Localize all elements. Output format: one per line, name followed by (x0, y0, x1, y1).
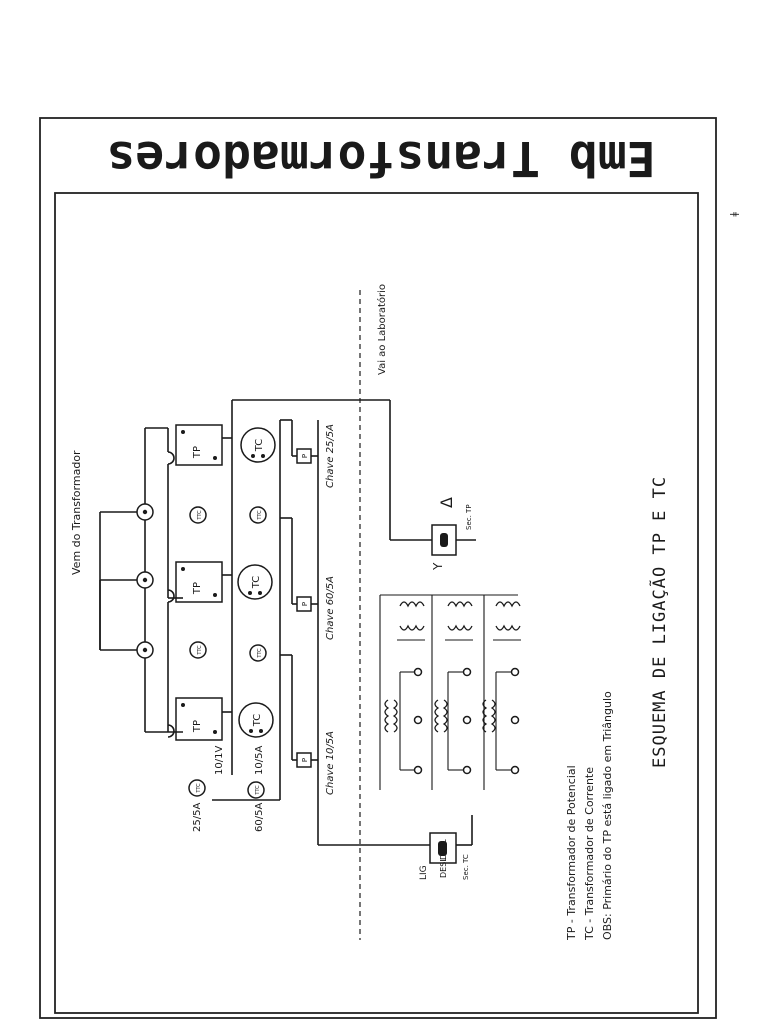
page-title: Emb Transformadores (106, 130, 655, 186)
ttc-group: TTC TTC TTC TTC TTC TTC (188, 506, 267, 799)
label-desl-2: DESL (439, 839, 448, 860)
schema-title: ESQUEMA DE LIGAÇÃO TP E TC (648, 476, 670, 768)
note-obs: OBS: Primário do TP está ligado em Triân… (601, 691, 614, 940)
tp-box-1: TP (175, 424, 223, 466)
label-desl-1: DESL (439, 857, 448, 878)
ttc-label-1: TTC (197, 510, 203, 521)
ttc-label-5: TTC (196, 783, 202, 794)
tc-1: TC (240, 427, 276, 463)
label-sec-tp: Sec. TP (465, 504, 473, 530)
switch-p-60: P (296, 596, 312, 612)
label-60-5a: 60/5A (254, 803, 265, 832)
tp-box-2: TP (175, 561, 223, 603)
label-vem-do-transformador: Vem do Transformador (70, 450, 83, 575)
tp-box-3: TP (175, 697, 223, 741)
tc-label-1: TC (254, 439, 265, 453)
label-vai-ao-laboratorio: Vai ao Laboratório (376, 284, 388, 375)
ttc-label-3: TTC (257, 510, 263, 521)
label-sec-tc: Sec. TC (462, 854, 470, 880)
p-label-1: P (301, 454, 309, 458)
note-tc: TC - Transformador de Corrente (583, 767, 596, 941)
tc-3: TC (238, 702, 274, 738)
switch-sec-tp (431, 524, 457, 556)
ttc-label-6: TTC (255, 785, 261, 796)
label-y: Y (431, 562, 445, 571)
ttc-label-2: TTC (197, 645, 203, 656)
switch-p-10: P (296, 752, 312, 768)
ttc-label-4: TTC (257, 648, 263, 659)
p-label-3: P (301, 758, 309, 762)
label-chave-10: Chave 10/5A (325, 731, 336, 795)
label-delta: Δ (437, 497, 456, 508)
label-chave-60: Chave 60/5A (325, 576, 336, 640)
label-10-5a: 10/5A (254, 746, 265, 775)
lab-transformers (379, 594, 518, 790)
tc-2: TC (237, 564, 273, 600)
page-mark: ǂ (729, 212, 740, 217)
switch-p-25: P (296, 448, 312, 464)
outer-frame (39, 117, 717, 1019)
label-chave-25: Chave 25/5A (325, 424, 336, 488)
inner-frame (54, 192, 699, 1014)
tp-label-3: TP (192, 720, 203, 733)
tc-label-2: TC (251, 576, 262, 590)
tc-label-3: TC (252, 714, 263, 728)
p-label-2: P (301, 602, 309, 606)
label-25-5a: 25/5A (192, 803, 203, 832)
label-lig: LIG (419, 865, 429, 880)
label-10-1v: 10/1V (214, 746, 225, 775)
tp-label-2: TP (192, 582, 203, 595)
note-tp: TP - Transformador de Potencial (565, 765, 578, 941)
tp-label-1: TP (192, 446, 203, 459)
